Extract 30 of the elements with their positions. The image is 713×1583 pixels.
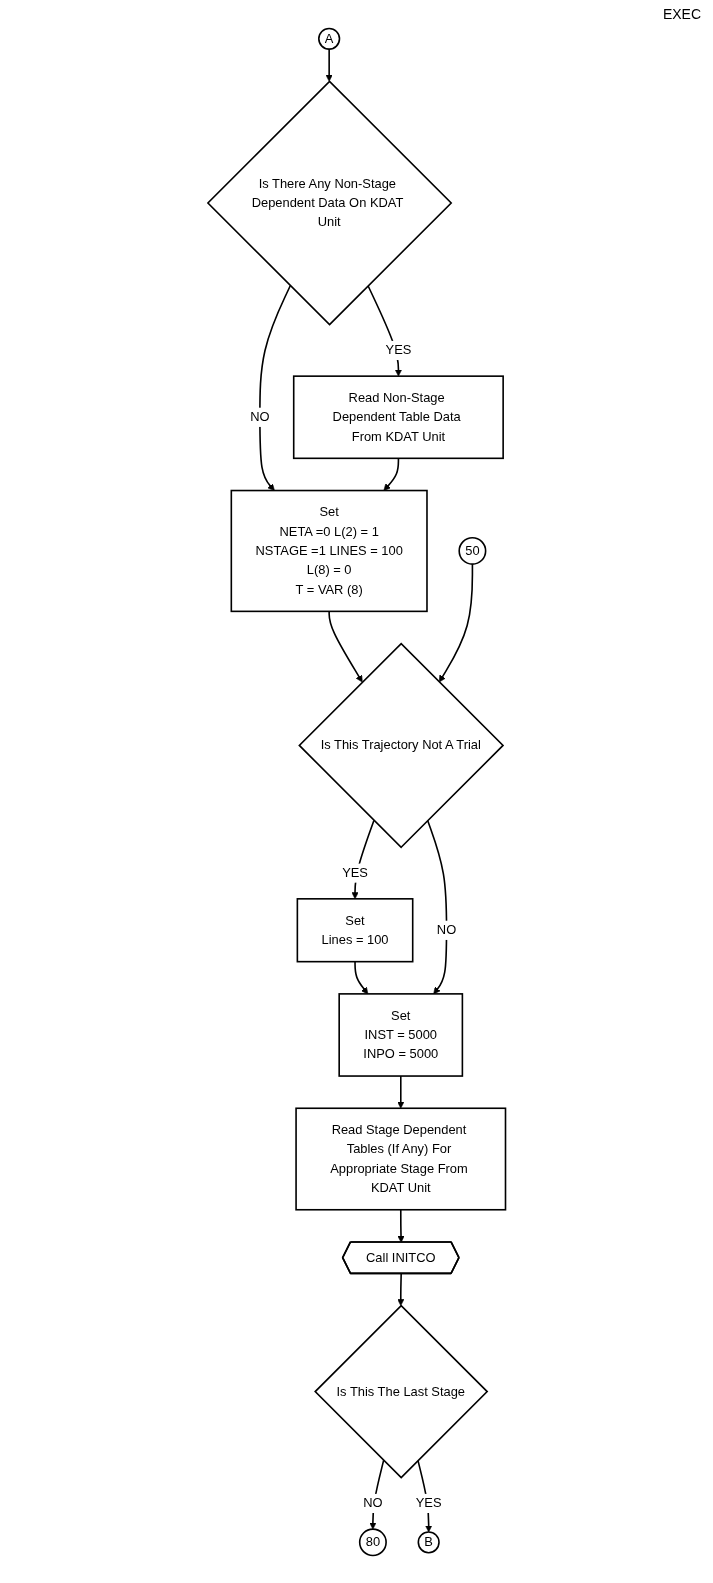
edge-label: YES	[341, 863, 368, 883]
connector-circle: B	[417, 1531, 440, 1554]
arrow	[383, 457, 399, 491]
edge-label: YES	[415, 1493, 442, 1514]
edge-label: NO	[363, 1493, 383, 1514]
decision-diamond: Is This The Last Stage	[313, 1304, 489, 1479]
page-label: EXEC	[661, 6, 701, 22]
arrow	[325, 48, 333, 82]
connector-circle: 80	[358, 1528, 387, 1557]
decision-diamond: Is This Trajectory Not A Trial	[297, 642, 504, 849]
arrow	[328, 610, 363, 683]
edge-label: YES	[385, 340, 412, 361]
connector-circle: 50	[458, 536, 487, 565]
call-hexagon: Call INITCO	[341, 1241, 460, 1275]
process-box: Set Lines = 100	[296, 898, 414, 963]
process-box: Set NETA =0 L(2) = 1 NSTAGE =1 LINES = 100 L(8) = 0 T = VAR (8)	[230, 489, 428, 613]
arrow	[438, 563, 473, 683]
arrow	[397, 1273, 405, 1306]
arrow	[397, 1208, 405, 1243]
decision-diamond: Is There Any Non-Stage Dependent Data On KDAT Unit	[206, 80, 453, 326]
arrow	[258, 284, 291, 491]
arrow	[426, 819, 448, 995]
process-box: Set INST = 5000 INPO = 5000	[338, 993, 463, 1077]
process-box: Read Non-Stage Dependent Table Data From KDAT Unit	[292, 375, 504, 460]
arrow	[397, 1075, 405, 1109]
arrow	[354, 960, 368, 995]
connector-circle: A	[317, 27, 341, 50]
process-box: Read Stage Dependent Tables (If Any) For Appropriate Stage From KDAT Unit	[295, 1107, 507, 1211]
edge-label: NO	[436, 920, 456, 940]
edge-label: NO	[250, 407, 270, 427]
